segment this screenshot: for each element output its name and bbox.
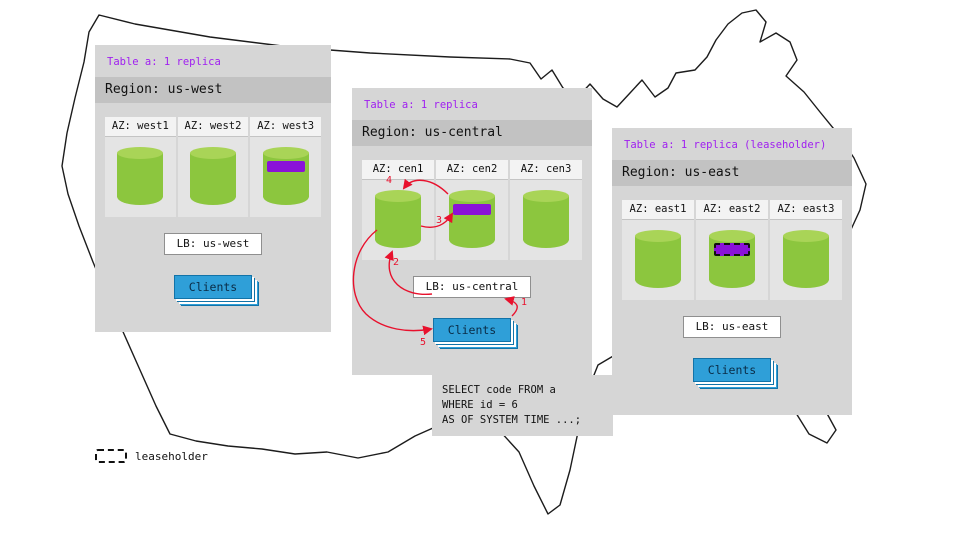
replica-cylinder bbox=[190, 147, 236, 205]
region-panel-us-east: Table a: 1 replica (leaseholder) Region:… bbox=[612, 128, 852, 415]
az-label: AZ: west1 bbox=[105, 117, 176, 137]
cylinder-top bbox=[449, 190, 495, 202]
load-balancer-us-west: LB: us-west bbox=[163, 233, 263, 255]
range-replica-stripe bbox=[266, 161, 305, 172]
az-row: AZ: cen1 AZ: cen2 AZ: cen3 bbox=[362, 160, 582, 260]
sql-line: SELECT code FROM a bbox=[442, 384, 556, 396]
sql-line: WHERE id = 6 bbox=[442, 399, 518, 411]
az-label: AZ: east2 bbox=[696, 200, 768, 220]
region-label: Region: us-east bbox=[612, 160, 852, 186]
az-row: AZ: west1 AZ: west2 AZ: west3 bbox=[105, 117, 322, 217]
region-label: Region: us-west bbox=[95, 77, 331, 103]
replica-cylinder bbox=[635, 230, 681, 288]
leaseholder-legend: leaseholder bbox=[95, 449, 208, 463]
step-number-4: 4 bbox=[386, 175, 393, 186]
clients-box-us-central: Clients bbox=[432, 318, 512, 342]
az-label: AZ: cen3 bbox=[510, 160, 582, 180]
az-label: AZ: east3 bbox=[770, 200, 842, 220]
cylinder-body bbox=[783, 236, 829, 288]
region-panel-us-west: Table a: 1 replica Region: us-west AZ: w… bbox=[95, 45, 331, 332]
cylinder-top bbox=[709, 230, 755, 242]
leaseholder-legend-icon bbox=[95, 449, 127, 463]
region-label: Region: us-central bbox=[352, 120, 592, 146]
az-column-cen1: AZ: cen1 bbox=[362, 160, 434, 260]
cylinder-body bbox=[523, 196, 569, 248]
clients-box-us-east: Clients bbox=[692, 358, 772, 382]
cylinder-top bbox=[262, 147, 309, 159]
az-column-cen3: AZ: cen3 bbox=[508, 160, 582, 260]
step-number-2: 2 bbox=[393, 257, 400, 268]
az-label: AZ: east1 bbox=[622, 200, 694, 220]
replica-cylinder bbox=[375, 190, 421, 248]
cylinder-top bbox=[375, 190, 421, 202]
az-label: AZ: west2 bbox=[177, 117, 249, 137]
leaseholder-replica-stripe bbox=[714, 243, 750, 256]
replica-cylinder bbox=[783, 230, 829, 288]
leaseholder-legend-label: leaseholder bbox=[135, 449, 208, 463]
cylinder-top bbox=[635, 230, 681, 242]
range-replica-stripe bbox=[453, 204, 491, 215]
az-column-east2: AZ: east2 bbox=[694, 200, 768, 300]
load-balancer-us-central: LB: us-central bbox=[412, 276, 532, 298]
step-number-1: 1 bbox=[521, 297, 528, 308]
replica-cylinder bbox=[117, 147, 164, 205]
cylinder-body bbox=[117, 153, 164, 205]
table-replica-label: Table a: 1 replica bbox=[107, 56, 221, 68]
cylinder-body bbox=[375, 196, 421, 248]
az-column-east3: AZ: east3 bbox=[768, 200, 842, 300]
cylinder-body bbox=[190, 153, 236, 205]
az-column-east1: AZ: east1 bbox=[622, 200, 694, 300]
region-panel-us-central: Table a: 1 replica Region: us-central AZ… bbox=[352, 88, 592, 375]
clients-box-us-west: Clients bbox=[173, 275, 253, 299]
table-replica-label: Table a: 1 replica bbox=[364, 99, 478, 111]
az-column-west3: AZ: west3 bbox=[248, 117, 322, 217]
sql-query-note: SELECT code FROM a WHERE id = 6 AS OF SY… bbox=[432, 375, 613, 436]
az-column-west2: AZ: west2 bbox=[175, 117, 249, 217]
az-row: AZ: east1 AZ: east2 AZ: east3 bbox=[622, 200, 842, 300]
replica-cylinder bbox=[262, 147, 309, 205]
replica-cylinder bbox=[449, 190, 495, 248]
table-replica-label: Table a: 1 replica (leaseholder) bbox=[624, 139, 827, 151]
replica-cylinder bbox=[709, 230, 755, 288]
az-column-west1: AZ: west1 bbox=[105, 117, 176, 217]
az-column-cen2: AZ: cen2 bbox=[434, 160, 508, 260]
cylinder-top bbox=[523, 190, 569, 202]
az-label: AZ: cen1 bbox=[362, 160, 434, 180]
cylinder-top bbox=[783, 230, 829, 242]
cylinder-body bbox=[635, 236, 681, 288]
step-number-5: 5 bbox=[420, 337, 427, 348]
az-label: AZ: cen2 bbox=[436, 160, 508, 180]
az-label: AZ: west3 bbox=[250, 117, 322, 137]
cylinder-top bbox=[117, 147, 164, 159]
replica-cylinder bbox=[523, 190, 569, 248]
sql-line: AS OF SYSTEM TIME ...; bbox=[442, 414, 582, 426]
cylinder-top bbox=[190, 147, 236, 159]
load-balancer-us-east: LB: us-east bbox=[682, 316, 782, 338]
step-number-3: 3 bbox=[436, 215, 443, 226]
